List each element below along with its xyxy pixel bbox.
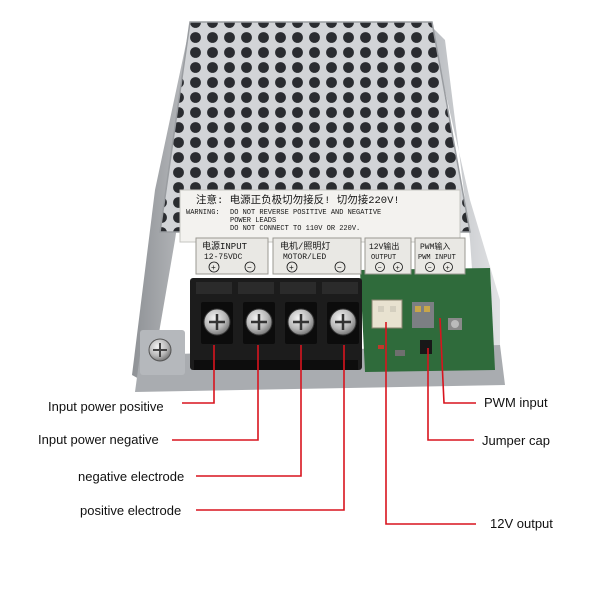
leader-12v-output: [385, 322, 476, 525]
warning-english-line2: POWER LEADS: [230, 217, 276, 225]
terminal-screw-2: [243, 302, 275, 344]
panel-12v-output: [364, 237, 412, 275]
mounting-screw: [148, 338, 172, 362]
panel-input: [195, 237, 269, 275]
warning-chinese: 注意: 电源正负极切勿接反! 切勿接220V!: [196, 193, 400, 207]
callout-negative-electrode: negative electrode: [78, 469, 185, 484]
panel-motor-sub: MOTOR/LED: [283, 253, 326, 262]
leader-lines: [172, 317, 476, 525]
warning-label: 注意: 电源正负极切勿接反! 切勿接220V! WARNING: DO NOT …: [179, 189, 461, 243]
callout-pwm-input: PWM input: [484, 395, 548, 410]
panel-motor-neg: −: [337, 264, 342, 273]
panel-input-title: 电源INPUT: [202, 240, 248, 252]
leader-positive-electrode: [196, 345, 345, 511]
leader-jumper-cap: [427, 348, 474, 441]
terminal-screw-1: [201, 302, 233, 344]
callout-positive-electrode: positive electrode: [80, 503, 182, 518]
case-top-perforated: [159, 21, 471, 233]
warning-english-prefix: WARNING:: [186, 209, 220, 217]
panel-motor: [272, 237, 362, 275]
leader-input-power-negative: [172, 345, 259, 441]
panel-input-pos: +: [211, 264, 216, 273]
panel-pwm-sub: PWM INPUT: [418, 254, 456, 262]
panel-pwm-input: [414, 237, 466, 275]
callout-12v-output: 12V output: [490, 516, 553, 531]
panel-motor-title: 电机/照明灯: [280, 240, 330, 252]
callout-input-power-positive: Input power positive: [48, 399, 164, 414]
warning-english-line3: DO NOT CONNECT TO 110V OR 220V.: [230, 225, 360, 233]
leader-pwm-input: [439, 317, 476, 404]
panel-pwm-neg: −: [428, 265, 432, 273]
leader-input-power-positive: [182, 345, 215, 404]
terminal-screw-4: [327, 302, 359, 344]
panel-12v-neg: −: [378, 265, 382, 273]
terminal-block: [190, 278, 362, 370]
terminal-screws: [201, 302, 359, 344]
panel-pwm-pos: +: [446, 265, 450, 273]
panel-labels: 电源INPUT 12-75VDC + − 电机/照明灯 MOTOR/LED + …: [195, 237, 466, 275]
panel-motor-pos: +: [289, 264, 294, 273]
leader-negative-electrode: [196, 345, 302, 477]
pcb-components: [371, 299, 462, 356]
warning-english-line1: DO NOT REVERSE POSITIVE AND NEGATIVE: [230, 209, 381, 217]
callout-input-power-negative: Input power negative: [38, 432, 159, 447]
panel-12v-pos: +: [396, 265, 400, 273]
callout-jumper-cap: Jumper cap: [482, 433, 550, 448]
panel-input-neg: −: [247, 264, 252, 273]
panel-input-sub: 12-75VDC: [204, 253, 243, 262]
panel-pwm-title: PWM输入: [420, 241, 450, 252]
panel-12v-title: 12V输出: [369, 241, 399, 252]
panel-12v-sub: OUTPUT: [371, 254, 396, 262]
terminal-screw-3: [285, 302, 317, 344]
